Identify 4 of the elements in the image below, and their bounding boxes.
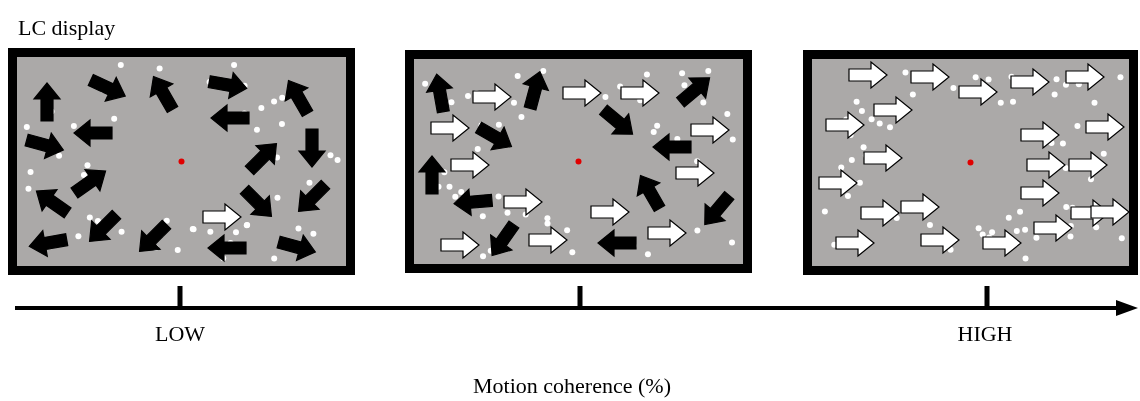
axis-title: Motion coherence (%) xyxy=(473,375,671,397)
scale-label: HIGH xyxy=(957,323,1013,345)
display-label: LC display xyxy=(18,17,116,39)
scale-label: LOW xyxy=(154,323,206,345)
